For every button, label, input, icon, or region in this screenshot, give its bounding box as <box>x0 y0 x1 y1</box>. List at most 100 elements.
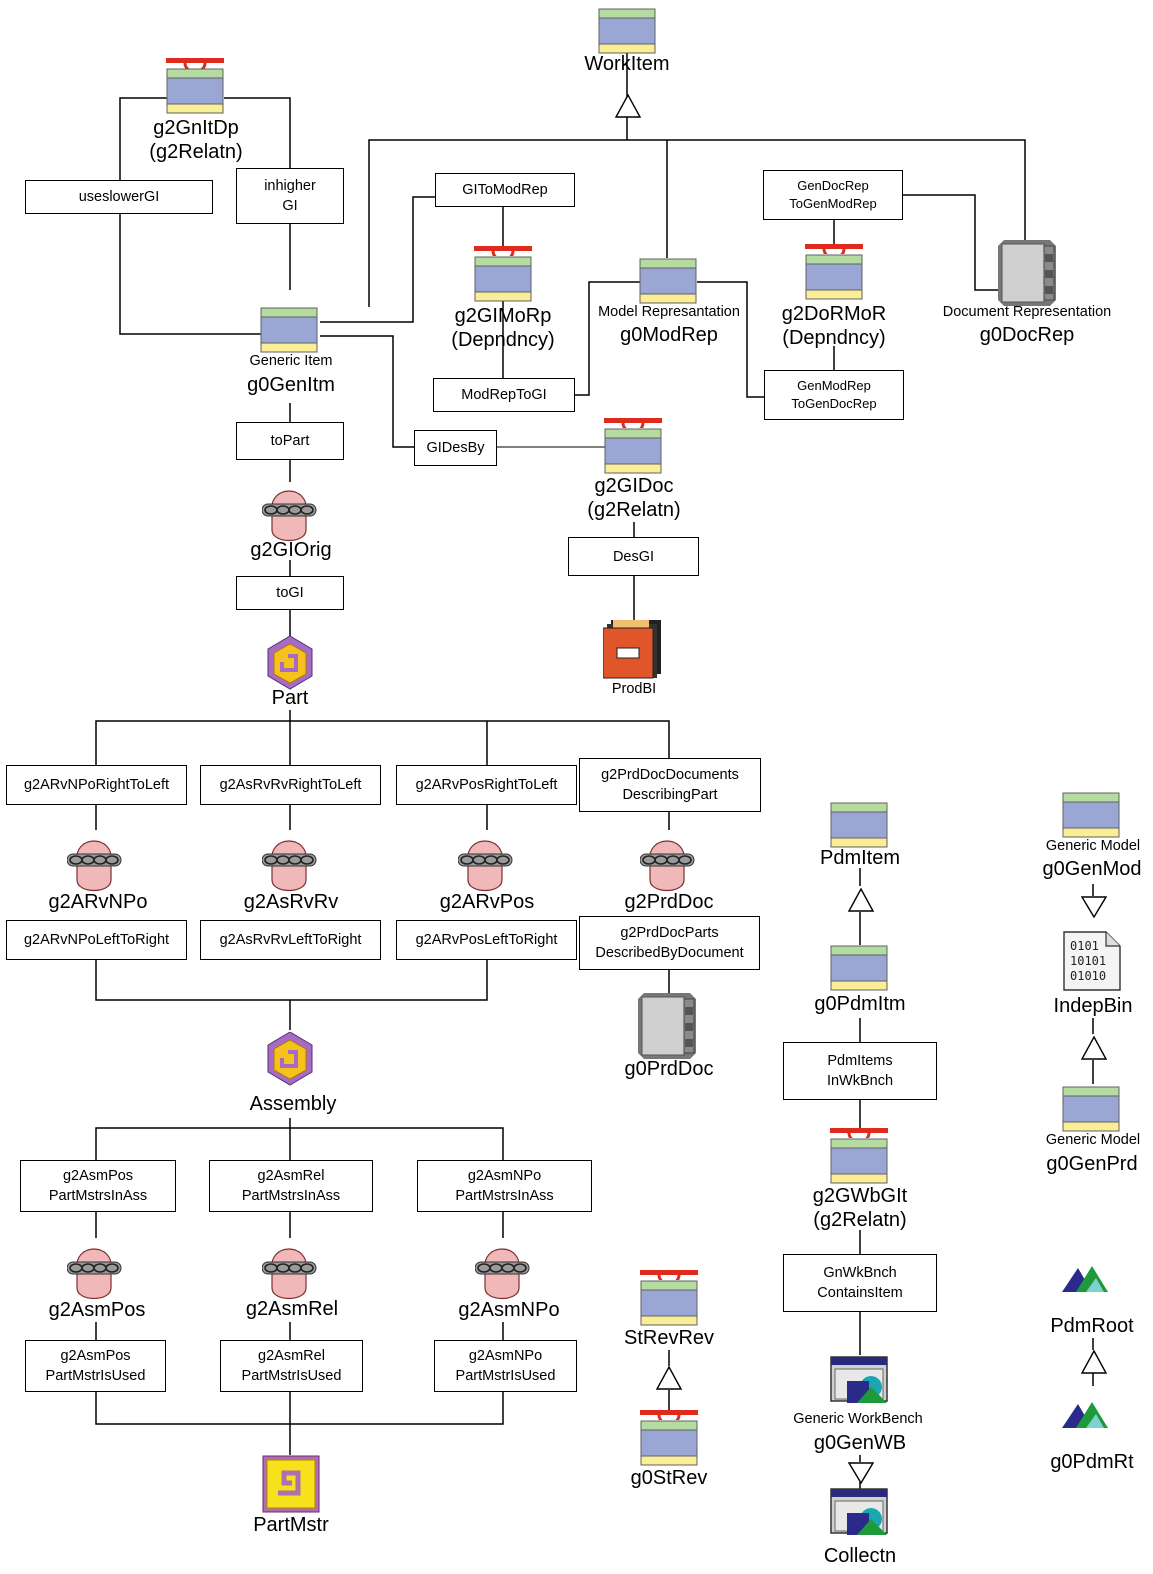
chainlink-icon[interactable] <box>262 1236 318 1302</box>
gldesby-relation[interactable]: GIDesBy <box>414 430 497 466</box>
relation-cap-icon <box>640 1410 698 1420</box>
pdmroot-label: PdmRoot <box>1050 1315 1134 1337</box>
topart-relation[interactable]: toPart <box>236 422 344 460</box>
modrep-label: g0ModRep <box>620 324 718 346</box>
asmpos-label: g2AsmPos <box>48 1299 146 1321</box>
glorig-label: g2GIOrig <box>250 539 332 561</box>
assembly-label: Assembly <box>249 1093 337 1115</box>
g0pdmitm-entity-icon[interactable] <box>830 945 888 991</box>
arvnpo-label: g2ARvNPo <box>48 891 148 913</box>
workbench-icon[interactable] <box>830 1356 888 1404</box>
pdmroot-icon[interactable] <box>1062 1266 1112 1296</box>
genitem-entity-icon[interactable] <box>260 307 320 353</box>
arvnpo-ltr-relation[interactable]: g2ARvNPoLeftToRight <box>6 920 187 960</box>
collectn-label: Collectn <box>823 1545 897 1567</box>
genwb-label: g0GenWB <box>813 1432 907 1454</box>
indepbin-label: IndepBin <box>1053 995 1133 1017</box>
pdmitem-entity-icon[interactable] <box>830 802 888 848</box>
relation-cap-icon <box>805 244 863 254</box>
inheritance-arrow-icon <box>1081 1036 1107 1060</box>
useslowergi-relation[interactable]: useslowerGI <box>25 180 213 214</box>
partmstr-icon[interactable] <box>262 1455 320 1513</box>
asrvrv-label: g2AsRvRv <box>243 891 339 913</box>
strevrev-label: StRevRev <box>623 1327 715 1349</box>
product-bin-icon[interactable] <box>603 618 663 680</box>
arvpos-rtl-relation[interactable]: g2ARvPosRightToLeft <box>396 765 577 805</box>
document-cube-icon[interactable] <box>998 240 1058 308</box>
inheritance-arrow-icon <box>1081 1350 1107 1374</box>
gldoc-label: g2GIDoc(g2Relatn) <box>587 475 681 521</box>
gnitdp-entity-icon[interactable] <box>166 68 224 114</box>
glmorp-label: g2GIMoRp(Depndncy) <box>451 305 555 351</box>
document-cube-icon[interactable] <box>638 993 698 1061</box>
chainlink-icon[interactable] <box>640 828 696 894</box>
chainlink-icon[interactable] <box>67 1236 123 1302</box>
genmod-caption: Generic Model <box>1045 838 1141 854</box>
asrvrv-rtl-relation[interactable]: g2AsRvRvRightToLeft <box>200 765 381 805</box>
strevrev-entity-icon[interactable] <box>640 1280 698 1326</box>
genmod-label: g0GenMod <box>1042 858 1142 880</box>
chainlink-icon[interactable] <box>475 1236 531 1302</box>
asmnpo-label: g2AsmNPo <box>458 1299 560 1321</box>
g0pdmitm-label: g0PdmItm <box>814 993 906 1015</box>
asrvrv-ltr-relation[interactable]: g2AsRvRvLeftToRight <box>200 920 381 960</box>
gldoc-entity-icon[interactable] <box>604 428 662 474</box>
genitem-label: g0GenItm <box>247 374 335 396</box>
g0strev-entity-icon[interactable] <box>640 1420 698 1466</box>
gwbglt-entity-icon[interactable] <box>830 1138 888 1184</box>
togl-relation[interactable]: toGI <box>236 576 344 610</box>
modrep-entity-icon[interactable] <box>639 258 697 304</box>
part-gem-icon[interactable] <box>266 636 314 692</box>
arvnpo-rtl-relation[interactable]: g2ARvNPoRightToLeft <box>6 765 187 805</box>
relation-cap-icon <box>640 1270 698 1280</box>
genprd-entity-icon[interactable] <box>1062 1086 1120 1132</box>
gwbglt-label: g2GWbGIt(g2Relatn) <box>812 1185 908 1231</box>
g0strev-label: g0StRev <box>630 1467 708 1489</box>
g0pdmrt-label: g0PdmRt <box>1050 1451 1134 1473</box>
gnitdp-label: g2GnItDp(g2Relatn) <box>149 117 243 163</box>
inheritance-arrow-icon <box>656 1366 682 1390</box>
asmrel-label: g2AsmRel <box>245 1298 339 1320</box>
chainlink-icon[interactable] <box>262 828 318 894</box>
binary-file-icon[interactable]: 0101 10101 01010 <box>1062 930 1122 992</box>
gltomodrep-relation[interactable]: GIToModRep <box>435 173 575 207</box>
chainlink-icon[interactable] <box>67 828 123 894</box>
arvpos-ltr-relation[interactable]: g2ARvPosLeftToRight <box>396 920 577 960</box>
inheritance-arrow-icon <box>1081 896 1107 918</box>
dormor-entity-icon[interactable] <box>805 254 863 300</box>
desgl-relation[interactable]: DesGI <box>568 537 699 576</box>
assembly-gem-icon[interactable] <box>266 1032 314 1088</box>
modreptogl-relation[interactable]: ModRepToGI <box>433 378 575 412</box>
genprd-label: g0GenPrd <box>1046 1153 1138 1175</box>
inheritance-arrow-icon <box>848 888 874 912</box>
dormor-label: g2DoRMoR(Depndncy) <box>781 303 887 349</box>
chainlink-icon[interactable] <box>262 478 318 544</box>
workitem-label: WorkItem <box>584 53 670 75</box>
genwb-caption: Generic WorkBench <box>793 1411 923 1427</box>
collection-icon[interactable] <box>830 1488 888 1536</box>
inheritance-arrow-icon <box>848 1462 874 1484</box>
pdmitem-label: PdmItem <box>819 847 901 869</box>
modrep-caption: Model Represantation <box>598 304 740 320</box>
docrep-caption: Document Representation <box>942 304 1112 320</box>
workitem-entity-icon[interactable] <box>598 8 656 54</box>
arvpos-label: g2ARvPos <box>439 891 535 913</box>
glmorp-entity-icon[interactable] <box>474 256 532 302</box>
prddoc-label: g2PrdDoc <box>624 891 714 913</box>
chainlink-icon[interactable] <box>458 828 514 894</box>
genmod-entity-icon[interactable] <box>1062 792 1120 838</box>
pdmrt-icon[interactable] <box>1062 1402 1112 1432</box>
